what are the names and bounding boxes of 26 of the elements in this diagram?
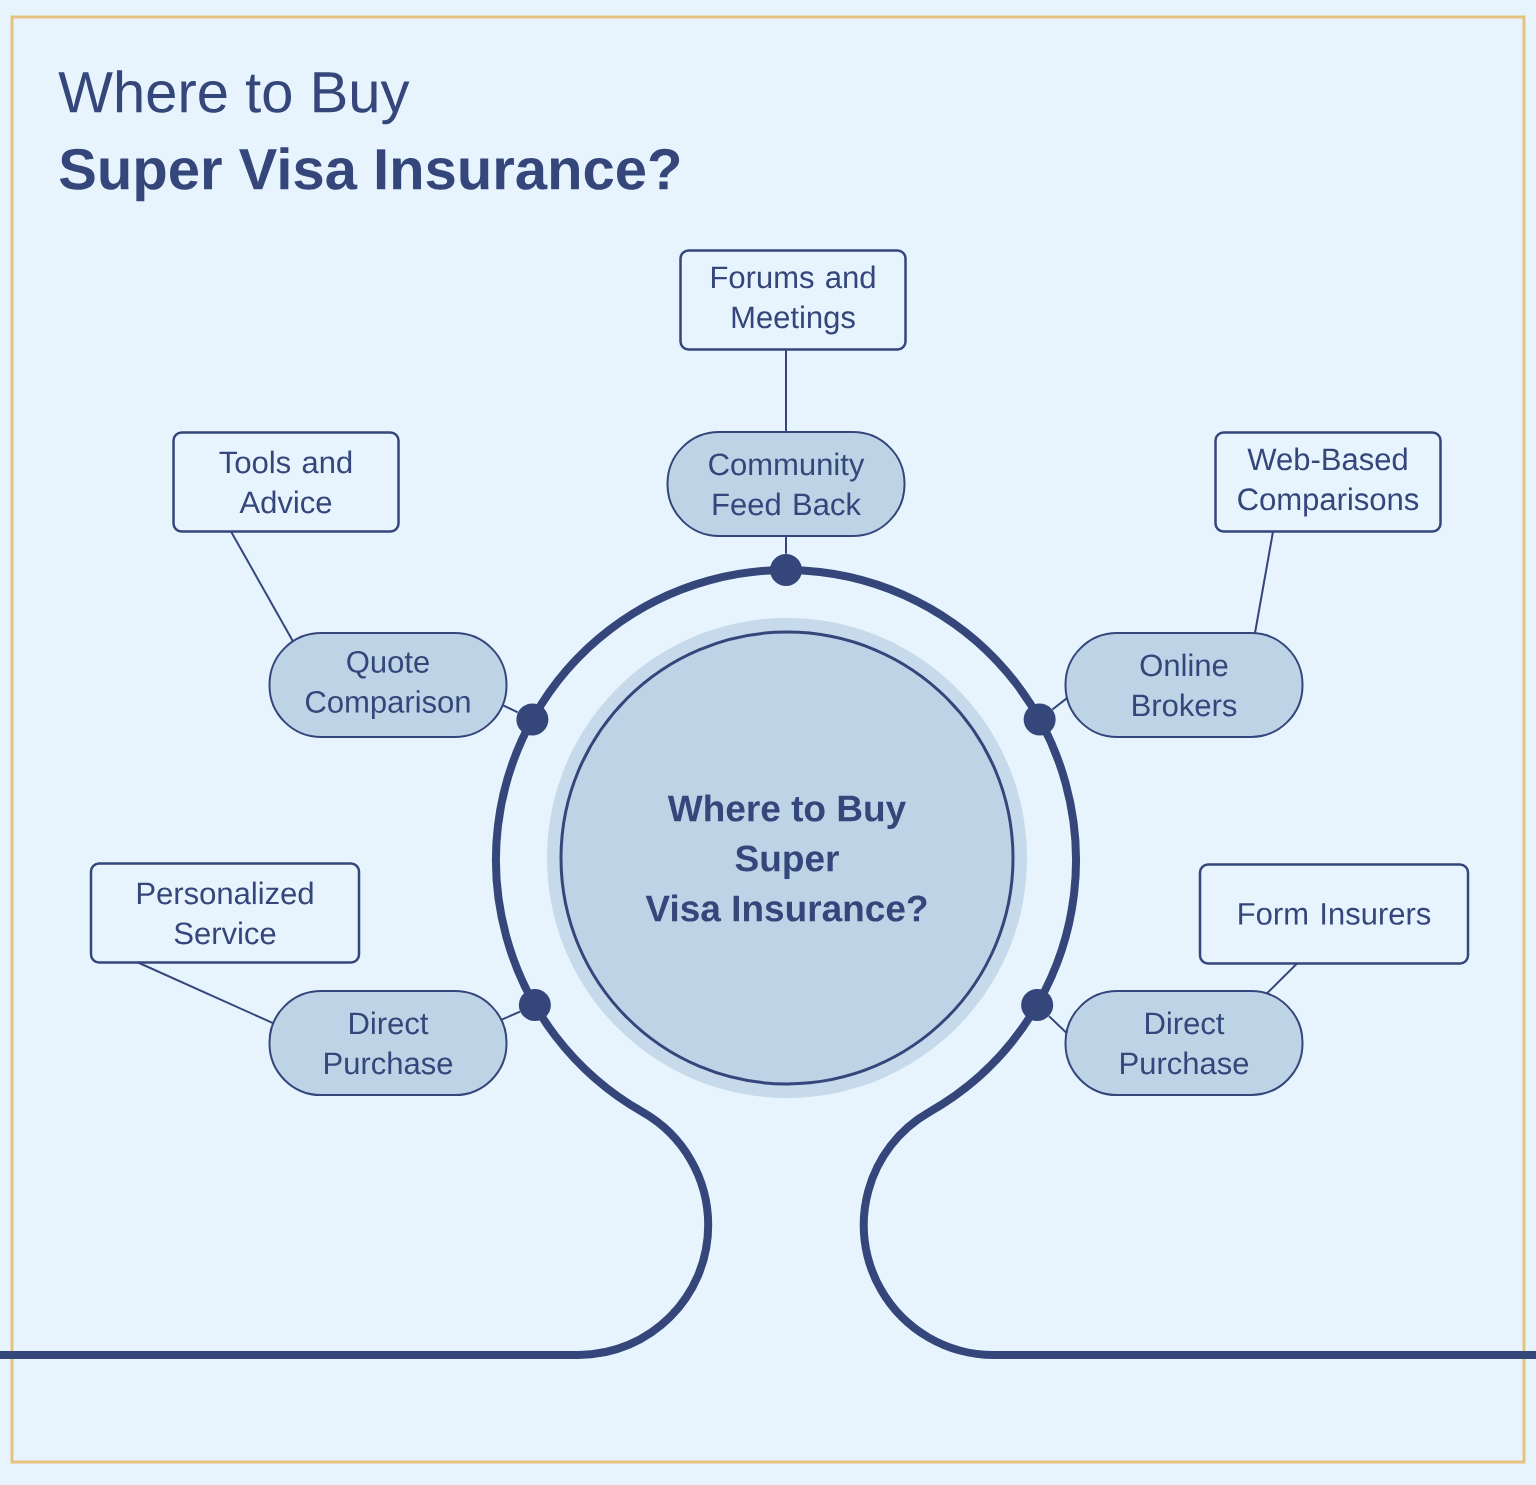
heading: Where to Buy Super Visa Insurance? [58, 70, 680, 202]
leader-line [137, 961, 276, 1025]
ring-dot [1021, 989, 1054, 1021]
text-box: Personalized Service [89, 862, 361, 964]
leader-line [1047, 1015, 1068, 1035]
leader-line [230, 530, 295, 643]
pill-box: Direct Purchase [268, 990, 508, 1096]
text-box: Form Insurers [1198, 863, 1470, 965]
ring-dot [518, 989, 551, 1021]
leader-line [1254, 530, 1274, 634]
pill-box: Direct Purchase [1064, 990, 1304, 1096]
leader-line [785, 535, 787, 555]
ring-dot [516, 703, 549, 736]
ring-dot [770, 554, 802, 586]
text-box: Web-Based Comparisons [1214, 431, 1442, 533]
text-box: Forums and Meetings [679, 249, 907, 351]
leader-line [501, 703, 519, 714]
leader-line [499, 1010, 522, 1022]
leader-line [1051, 696, 1069, 711]
pill-box: Quote Comparison [268, 632, 508, 738]
ring-dot [1023, 703, 1056, 736]
leader-line [1265, 962, 1298, 995]
text-box: Tools and Advice [172, 431, 400, 533]
leader-line [785, 348, 787, 433]
pill-box: Community Feed Back [666, 431, 906, 537]
pill-box: Online Brokers [1064, 632, 1304, 738]
